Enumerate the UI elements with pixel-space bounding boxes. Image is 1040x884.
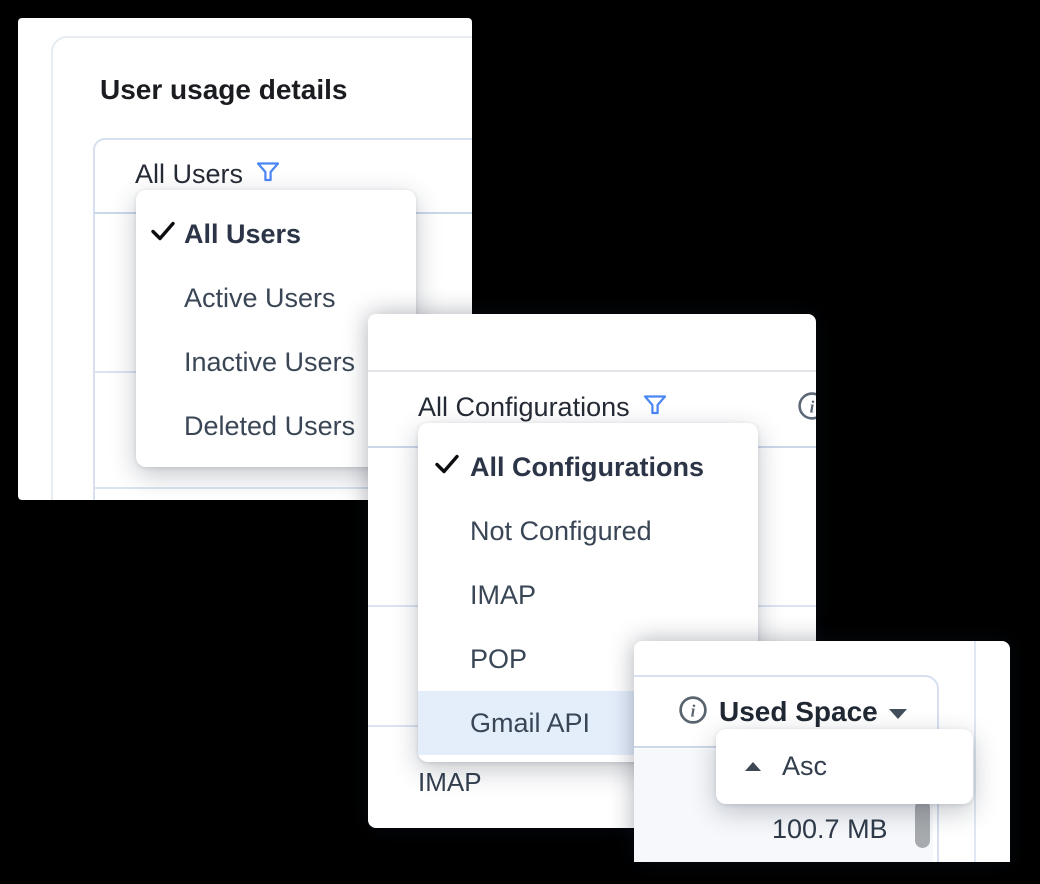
users-table-container [93, 138, 472, 500]
svg-text:i: i [691, 701, 696, 720]
caret-up-icon [745, 762, 761, 771]
card-border [974, 641, 976, 862]
section-divider [368, 370, 816, 372]
caret-down-icon[interactable] [888, 708, 907, 719]
used-space-cell-value: 100.7 MB [772, 814, 888, 844]
users-filter-label: All Users [135, 158, 244, 189]
scrollbar-thumb[interactable] [915, 800, 930, 848]
users-filter-header[interactable]: All Users [135, 154, 281, 194]
used-space-column-label: Used Space [719, 696, 878, 727]
used-space-column-header[interactable]: i Used Space [678, 692, 907, 732]
menu-item-not-configured[interactable]: Not Configured [470, 515, 652, 546]
configurations-filter-header[interactable]: All Configurations [418, 387, 668, 427]
used-space-sort-menu: Asc [716, 729, 973, 804]
menu-item-pop[interactable]: POP [470, 643, 528, 674]
menu-item-all-configurations[interactable]: All Configurations [418, 435, 758, 499]
configurations-filter-label: All Configurations [418, 391, 630, 422]
menu-item-sort-asc[interactable]: Asc [716, 729, 973, 804]
page-title: User usage details [100, 74, 348, 105]
card-border [51, 36, 472, 500]
configuration-cell-value: IMAP [418, 767, 482, 797]
svg-text:i: i [810, 398, 815, 417]
users-row-divider [94, 487, 472, 489]
filter-funnel-icon[interactable] [255, 159, 281, 190]
checkmark-icon [434, 451, 460, 484]
menu-item-imap[interactable]: IMAP [470, 579, 537, 610]
menu-item-active-users[interactable]: Active Users [184, 282, 336, 313]
menu-item-all-users[interactable]: All Users [136, 202, 416, 266]
menu-item-inactive-users[interactable]: Inactive Users [184, 346, 356, 377]
info-circle-icon: i [797, 391, 816, 426]
checkmark-icon [150, 218, 176, 251]
info-circle-icon[interactable]: i [678, 695, 708, 730]
filter-funnel-icon[interactable] [642, 392, 668, 423]
menu-item-deleted-users[interactable]: Deleted Users [184, 410, 356, 441]
